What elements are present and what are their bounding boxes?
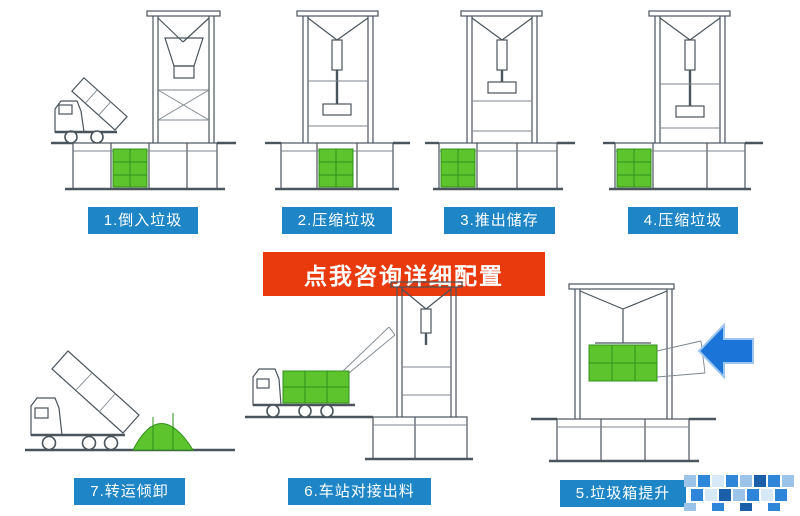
step4-label: 4.压缩垃圾 (627, 207, 739, 234)
step4-panel: 4.压缩垃圾 (598, 6, 768, 234)
step1-illustration (50, 10, 236, 191)
garbage-truck (251, 368, 355, 418)
step1-panel: 1.倒入垃圾 (48, 6, 238, 234)
docking-arm (342, 326, 395, 374)
garbage-truck (53, 76, 128, 144)
step7-illustration (24, 350, 235, 452)
compression-tower (145, 10, 221, 143)
watermark-logo (682, 473, 800, 516)
pit (244, 415, 473, 461)
step5-illustration (530, 283, 716, 463)
green-container (112, 148, 147, 188)
green-container (318, 148, 353, 188)
compression-tower (389, 281, 463, 417)
step2-label: 2.压缩垃圾 (281, 207, 393, 234)
step7-panel: 7.转运倾卸 (22, 305, 237, 505)
pit (603, 141, 763, 191)
green-container (588, 344, 657, 382)
lift-arm (656, 340, 705, 378)
consult-banner[interactable]: 点我咨询详细配置 (263, 252, 545, 296)
compression-tower (567, 283, 675, 419)
garbage-pile (131, 413, 194, 451)
step5-label: 5.垃圾箱提升 (559, 480, 687, 507)
green-container (616, 148, 652, 188)
pit (50, 141, 236, 191)
pit (424, 141, 575, 191)
compression-tower (295, 10, 379, 143)
pit (530, 417, 716, 463)
step6-illustration (244, 281, 473, 461)
green-container (282, 370, 349, 404)
step6-panel: 6.车站对接出料 (242, 277, 477, 505)
compression-tower (648, 10, 731, 143)
step5-panel: 5.垃圾箱提升 (528, 279, 718, 507)
step3-label: 3.推出储存 (444, 207, 555, 234)
step2-panel: 2.压缩垃圾 (262, 6, 412, 234)
step3-illustration (424, 10, 575, 191)
step1-label: 1.倒入垃圾 (87, 207, 199, 234)
green-container (440, 148, 475, 188)
step4-illustration (603, 10, 763, 191)
garbage-truck (29, 350, 140, 451)
left-arrow-icon (697, 322, 754, 380)
pit (264, 141, 410, 191)
step3-panel: 3.推出储存 (422, 6, 577, 234)
step2-illustration (264, 10, 410, 191)
step6-label: 6.车站对接出料 (288, 478, 431, 505)
step7-label: 7.转运倾卸 (74, 478, 185, 505)
compression-tower (459, 10, 543, 143)
flow-arrow (696, 316, 756, 391)
